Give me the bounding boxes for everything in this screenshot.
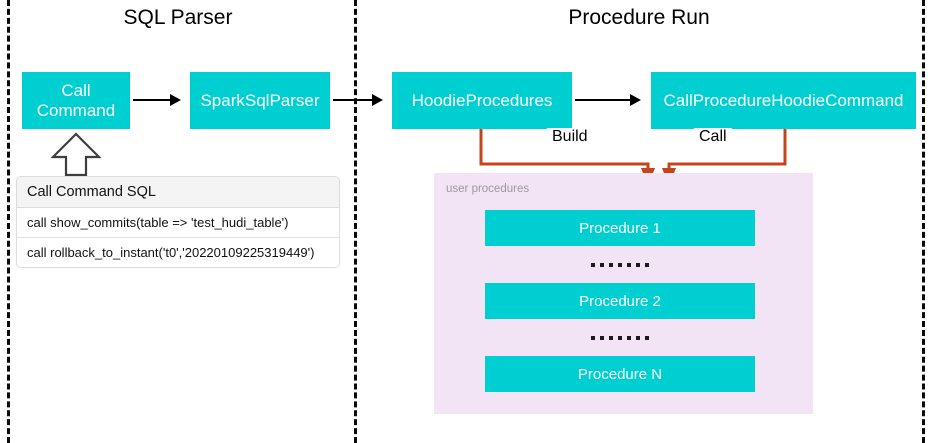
arrow-hoodie-procedures-to-call-procedure-command	[575, 94, 641, 106]
ellipsis-dots	[485, 246, 755, 283]
node-call-procedure-hoodie-command[interactable]: CallProcedureHoodieCommand	[651, 72, 916, 129]
ellipsis-dot	[591, 262, 595, 267]
ellipsis-dot	[618, 262, 622, 267]
edge-label-build: Build	[547, 128, 593, 146]
user-procedures-panel: user procedures Procedure 1 Procedure 2 …	[434, 173, 813, 414]
user-procedures-caption: user procedures	[446, 183, 530, 195]
hollow-up-arrow-icon	[50, 132, 102, 177]
ellipsis-dot	[591, 335, 595, 340]
call-command-sql-card: Call Command SQL call show_commits(table…	[16, 176, 340, 268]
ellipsis-dot	[609, 335, 613, 340]
ellipsis-dot	[645, 335, 649, 340]
dashed-divider-left	[7, 0, 10, 443]
edge-label-call: Call	[694, 128, 732, 146]
node-hoodie-procedures[interactable]: HoodieProcedures	[392, 72, 572, 129]
ellipsis-dot	[618, 335, 622, 340]
dashed-divider-right	[922, 0, 925, 443]
procedure-box[interactable]: Procedure 2	[485, 283, 755, 319]
arrow-call-command-to-spark-parser	[133, 94, 181, 106]
procedure-box[interactable]: Procedure N	[485, 356, 755, 392]
node-call-command[interactable]: Call Command	[22, 72, 130, 129]
ellipsis-dot	[636, 262, 640, 267]
ellipsis-dot	[609, 262, 613, 267]
ellipsis-dots	[485, 319, 755, 356]
procedure-box[interactable]: Procedure 1	[485, 210, 755, 246]
dashed-divider-middle	[354, 0, 357, 443]
sql-row[interactable]: call rollback_to_instant('t0','202201092…	[17, 238, 339, 267]
ellipsis-dot	[627, 335, 631, 340]
ellipsis-dot	[627, 262, 631, 267]
ellipsis-dot	[636, 335, 640, 340]
sql-card-header: Call Command SQL	[17, 177, 339, 208]
section-title-procedure-run: Procedure Run	[568, 6, 710, 29]
section-title-sql-parser: SQL Parser	[123, 6, 233, 29]
ellipsis-dot	[645, 262, 649, 267]
ellipsis-dot	[600, 262, 604, 267]
sql-row[interactable]: call show_commits(table => 'test_hudi_ta…	[17, 208, 339, 238]
arrow-spark-parser-to-hoodie-procedures	[333, 94, 383, 106]
node-spark-sql-parser[interactable]: SparkSqlParser	[190, 72, 330, 129]
ellipsis-dot	[600, 335, 604, 340]
